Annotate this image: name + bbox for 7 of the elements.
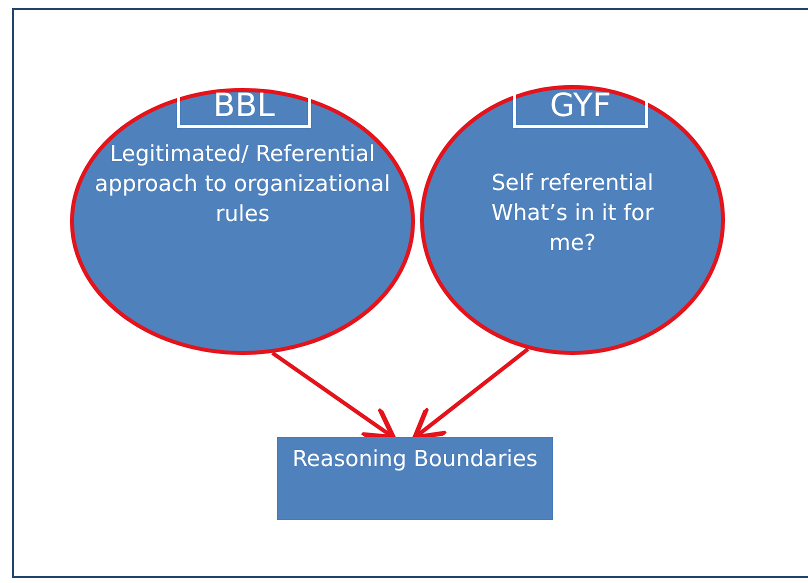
ellipse-node [420, 85, 725, 355]
arrow [271, 351, 396, 440]
node-text: Reasoning Boundaries [291, 446, 539, 474]
node-text: Self referential What’s in it for me? [490, 170, 655, 258]
arrow [412, 348, 530, 440]
process-box [277, 437, 553, 520]
node-text: Legitimated/ Referential approach to organizational rules [94, 141, 392, 229]
